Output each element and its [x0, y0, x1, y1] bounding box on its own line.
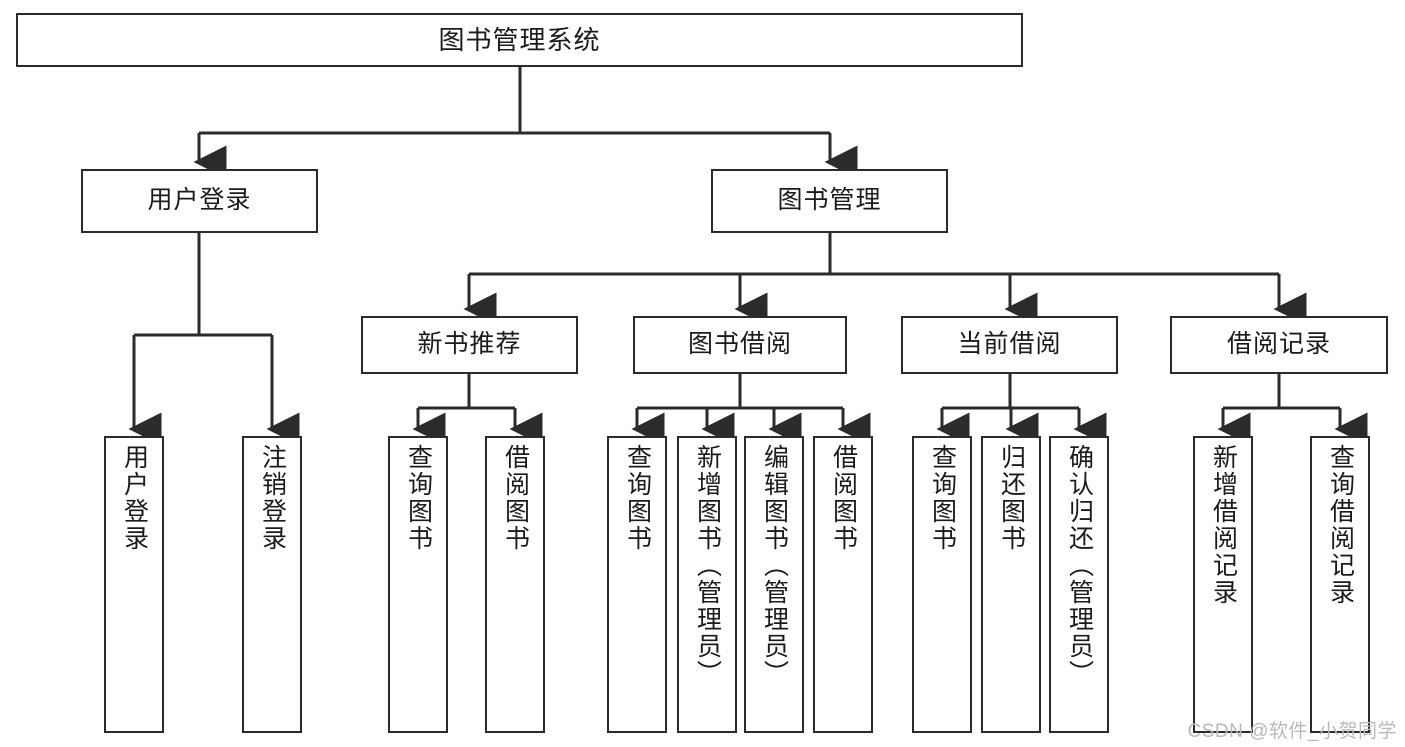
node-label: 用户登录 — [147, 186, 252, 215]
node-label: 借阅图书 — [501, 444, 530, 552]
leaf-borrow-edit-book-admin[interactable]: 编辑图书（管理员） — [744, 436, 804, 733]
node-root-system[interactable]: 图书管理系统 — [16, 13, 1023, 67]
node-label: 编辑图书（管理员） — [760, 444, 789, 687]
node-user-login[interactable]: 用户登录 — [81, 169, 318, 233]
leaf-borrow-borrow-book[interactable]: 借阅图书 — [813, 436, 873, 733]
node-label: 确认归还（管理员） — [1065, 444, 1094, 687]
node-label: 新增借阅记录 — [1209, 444, 1238, 606]
node-label: 查询图书 — [928, 444, 957, 552]
node-borrow-record[interactable]: 借阅记录 — [1170, 316, 1388, 374]
watermark: CSDN @软件_小贺同学 — [1187, 721, 1397, 742]
node-label: 新增图书（管理员） — [693, 444, 722, 687]
node-label: 查询借阅记录 — [1326, 444, 1355, 606]
node-label: 借阅图书 — [829, 444, 858, 552]
node-label: 图书管理 — [777, 186, 882, 215]
leaf-user-login-logout[interactable]: 注销登录 — [242, 436, 302, 733]
leaf-current-return-book[interactable]: 归还图书 — [981, 436, 1041, 733]
node-book-borrow[interactable]: 图书借阅 — [633, 316, 847, 374]
node-label: 当前借阅 — [957, 330, 1062, 359]
node-book-management[interactable]: 图书管理 — [711, 169, 948, 233]
leaf-user-login-login[interactable]: 用户登录 — [104, 436, 164, 733]
node-label: 图书借阅 — [687, 330, 792, 359]
node-current-borrow[interactable]: 当前借阅 — [901, 316, 1118, 374]
node-label: 图书管理系统 — [438, 24, 601, 55]
leaf-current-query-book[interactable]: 查询图书 — [912, 436, 972, 733]
node-label: 借阅记录 — [1226, 330, 1331, 359]
node-new-book-recommend[interactable]: 新书推荐 — [361, 316, 578, 374]
node-label: 用户登录 — [120, 444, 149, 552]
leaf-current-confirm-return-admin[interactable]: 确认归还（管理员） — [1049, 436, 1109, 733]
leaf-borrow-query-book[interactable]: 查询图书 — [607, 436, 667, 733]
leaf-record-query-record[interactable]: 查询借阅记录 — [1310, 436, 1370, 733]
leaf-record-add-record[interactable]: 新增借阅记录 — [1193, 436, 1253, 733]
leaf-recommend-query-book[interactable]: 查询图书 — [388, 436, 448, 733]
node-label: 查询图书 — [623, 444, 652, 552]
leaf-borrow-add-book-admin[interactable]: 新增图书（管理员） — [677, 436, 737, 733]
node-label: 归还图书 — [997, 444, 1026, 552]
node-label: 新书推荐 — [417, 330, 522, 359]
node-label: 注销登录 — [258, 444, 287, 552]
leaf-recommend-borrow-book[interactable]: 借阅图书 — [485, 436, 545, 733]
node-label: 查询图书 — [404, 444, 433, 552]
